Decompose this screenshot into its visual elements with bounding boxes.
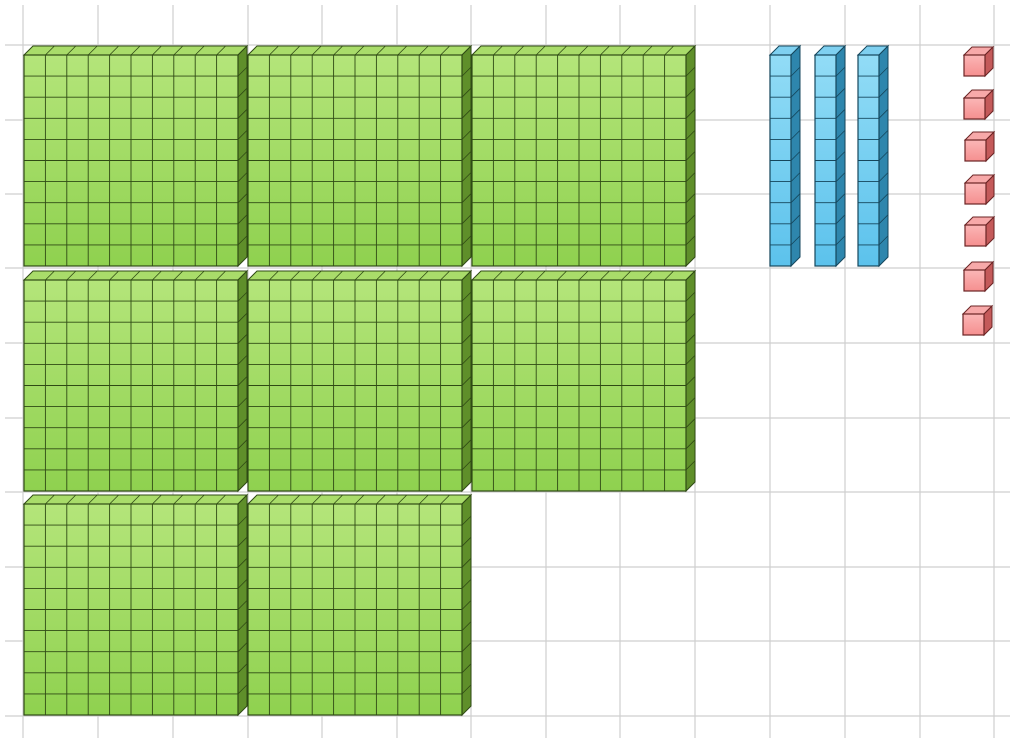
hundreds-flat-block[interactable] — [24, 495, 247, 715]
hundreds-flats-group — [24, 46, 695, 715]
ones-cubes-group — [963, 47, 994, 335]
ones-unit-cube[interactable] — [964, 262, 993, 291]
tens-rod-block[interactable] — [770, 46, 800, 266]
hundreds-flat-block[interactable] — [248, 271, 471, 491]
hundreds-flat-block[interactable] — [248, 495, 471, 715]
ones-unit-cube[interactable] — [965, 175, 994, 204]
tens-rod-block[interactable] — [815, 46, 845, 266]
tens-rods-group — [770, 46, 888, 266]
hundreds-flat-block[interactable] — [472, 271, 695, 491]
ones-unit-cube[interactable] — [965, 217, 994, 246]
hundreds-flat-block[interactable] — [24, 271, 247, 491]
hundreds-flat-block[interactable] — [248, 46, 471, 266]
ones-unit-cube[interactable] — [964, 90, 993, 119]
hundreds-flat-block[interactable] — [472, 46, 695, 266]
ones-unit-cube[interactable] — [963, 306, 992, 335]
ones-unit-cube[interactable] — [965, 132, 994, 161]
tens-rod-block[interactable] — [858, 46, 888, 266]
hundreds-flat-block[interactable] — [24, 46, 247, 266]
ones-unit-cube[interactable] — [964, 47, 993, 76]
